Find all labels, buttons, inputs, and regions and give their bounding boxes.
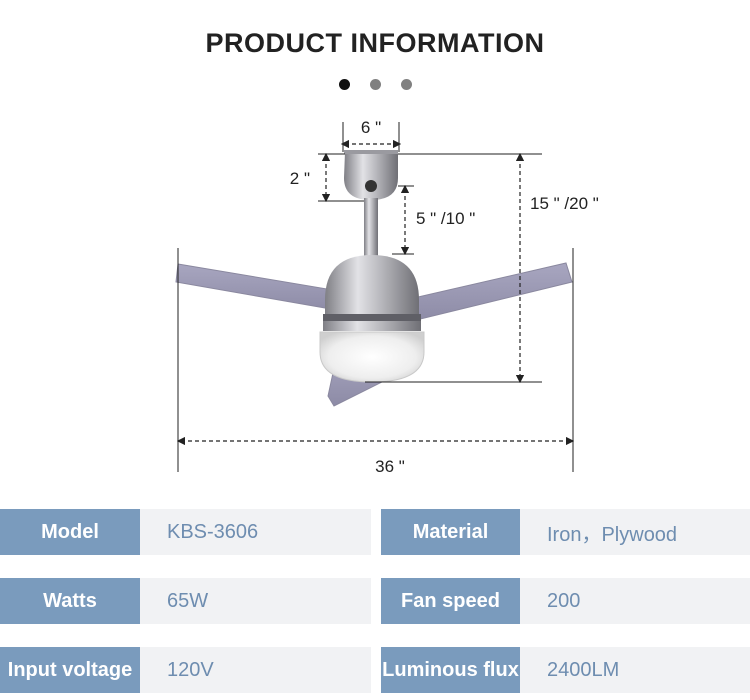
carousel-dots <box>339 79 412 90</box>
carousel-dot-1[interactable] <box>339 79 350 90</box>
fan-canopy <box>344 152 398 200</box>
dim-canopy-height: 2 " <box>290 169 310 188</box>
spec-label-fan-speed: Fan speed <box>381 578 520 624</box>
spec-value-model: KBS-3606 <box>140 509 371 555</box>
fan-downrod <box>364 198 378 260</box>
spec-row: Watts 65W Fan speed 200 <box>0 578 750 624</box>
fan-motor-housing <box>325 255 419 318</box>
spec-value-input-voltage: 120V <box>140 647 371 693</box>
dim-downrod: 5 " /10 " <box>416 209 475 228</box>
spec-row: Input voltage 120V Luminous flux 2400LM <box>0 647 750 693</box>
carousel-dot-2[interactable] <box>370 79 381 90</box>
spec-value-watts: 65W <box>140 578 371 624</box>
spec-label-watts: Watts <box>0 578 140 624</box>
dim-total-height: 15 " /20 " <box>530 194 599 213</box>
spec-label-luminous-flux: Luminous flux <box>381 647 520 693</box>
spec-label-model: Model <box>0 509 140 555</box>
spec-row: Model KBS-3606 Material Iron，Plywood <box>0 509 750 555</box>
dim-span: 36 " <box>375 457 405 476</box>
spec-value-luminous-flux: 2400LM <box>520 647 750 693</box>
fan-blade-right <box>404 262 573 323</box>
fan-dimension-diagram: 6 " 2 " 5 " /10 " 15 " /20 " 36 " <box>175 118 599 476</box>
fan-blade-left <box>175 263 349 313</box>
carousel-dot-3[interactable] <box>401 79 412 90</box>
dim-top-width: 6 " <box>361 118 381 137</box>
spec-label-input-voltage: Input voltage <box>0 647 140 693</box>
fan-light-kit <box>319 331 425 383</box>
spec-label-material: Material <box>381 509 520 555</box>
fan-canopy-band <box>344 150 398 154</box>
spec-value-material: Iron，Plywood <box>520 509 750 555</box>
spec-value-fan-speed: 200 <box>520 578 750 624</box>
page-title: PRODUCT INFORMATION <box>205 28 545 58</box>
canopy-screw <box>365 180 377 192</box>
fan-trim-ring <box>323 314 421 321</box>
